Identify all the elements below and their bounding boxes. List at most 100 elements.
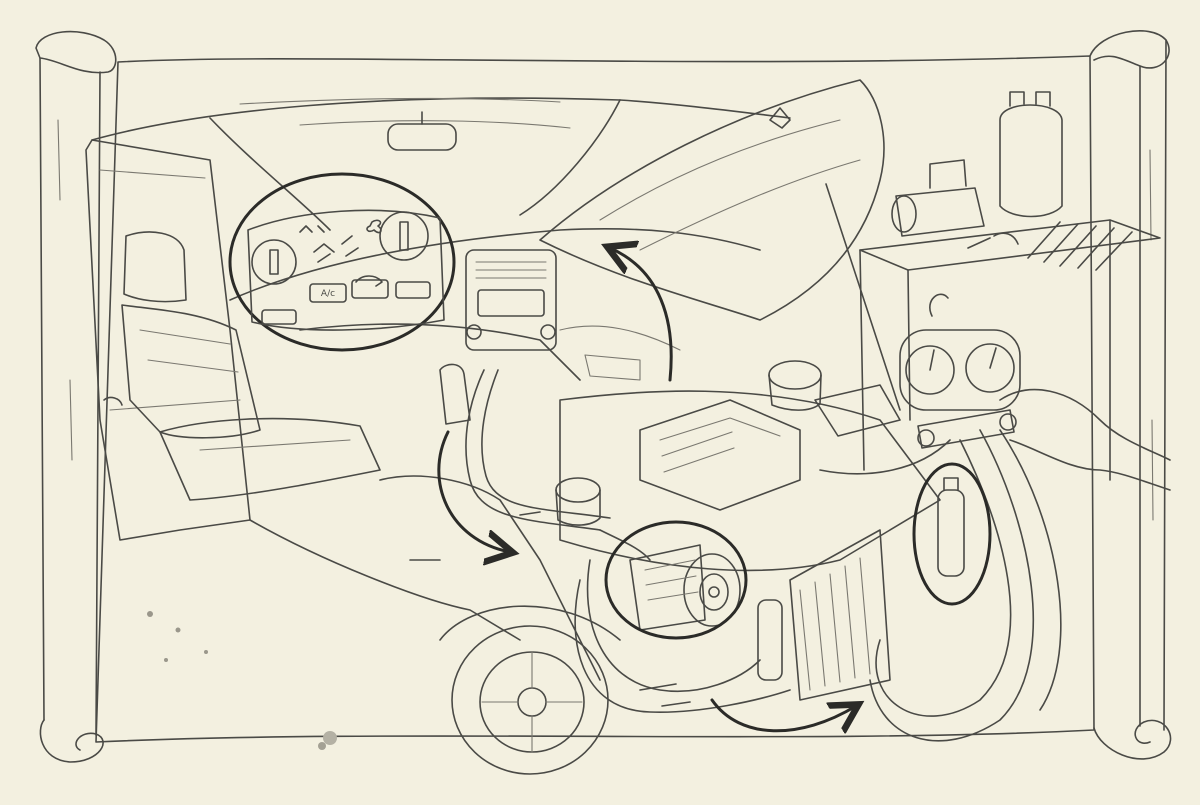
battery bbox=[814, 384, 901, 437]
dashboard-top bbox=[229, 228, 761, 301]
coolant-reservoir-body bbox=[768, 374, 822, 411]
compressor-hub bbox=[708, 586, 720, 598]
bench-top bbox=[859, 219, 1161, 271]
recirculation-icon bbox=[355, 275, 383, 287]
dashboard-lower bbox=[299, 323, 581, 381]
hose-adapter bbox=[967, 232, 1019, 249]
gauge-hose-yellow bbox=[999, 429, 1062, 711]
scroll-curl-bottom-left bbox=[39, 719, 104, 763]
compressor-ribs bbox=[644, 559, 699, 601]
radio-unit bbox=[477, 289, 545, 317]
raised-hood bbox=[539, 79, 901, 411]
gauge-needles bbox=[929, 347, 997, 371]
manifold-gauge-set bbox=[899, 293, 1171, 491]
scroll-roll-left bbox=[39, 57, 101, 736]
flow-arrow-to-condenser bbox=[710, 698, 856, 731]
compressor-hose-c bbox=[574, 579, 791, 713]
discharge-line bbox=[481, 369, 611, 519]
mode-knob-grip bbox=[399, 221, 409, 251]
coolant-reservoir bbox=[768, 360, 822, 390]
scroll-sheet bbox=[95, 55, 1095, 743]
refrigerant-lines bbox=[465, 369, 1062, 742]
ac-button[interactable] bbox=[309, 283, 347, 303]
scroll-curl-top-left bbox=[35, 30, 117, 74]
technician-hand bbox=[999, 388, 1171, 461]
vacuum-pump-handle bbox=[929, 159, 967, 189]
wheel-arch bbox=[439, 605, 621, 641]
engine-bay bbox=[555, 360, 965, 701]
accumulator bbox=[937, 489, 965, 577]
roof-line bbox=[91, 97, 791, 141]
compressor-pulley bbox=[699, 573, 729, 611]
fluid-reservoir bbox=[555, 477, 601, 503]
compressor-highlight bbox=[604, 520, 748, 640]
vacuum-pump bbox=[895, 187, 985, 237]
condenser-fins bbox=[799, 557, 871, 691]
workbench bbox=[859, 91, 1161, 481]
front-fender bbox=[379, 475, 601, 681]
hood-contours bbox=[599, 119, 861, 251]
fluid-reservoir-body bbox=[555, 489, 601, 526]
door-panel-lines bbox=[99, 169, 241, 411]
hose-fittings bbox=[519, 511, 691, 707]
glovebox bbox=[559, 325, 681, 381]
gauge-housing bbox=[899, 329, 1021, 411]
compressor-hose-b bbox=[586, 559, 761, 692]
engine-cover bbox=[639, 399, 801, 511]
car-body bbox=[85, 97, 791, 775]
suction-line bbox=[465, 369, 601, 531]
door-handle bbox=[103, 396, 123, 406]
gauge-hose-blue bbox=[869, 429, 1034, 742]
fan-icon bbox=[366, 219, 382, 234]
windshield-glass bbox=[239, 97, 571, 129]
scroll-curl-bottom-right bbox=[1093, 719, 1172, 760]
high-side-gauge bbox=[965, 343, 1015, 393]
engine-ribs bbox=[659, 417, 781, 473]
airflow-vent-icon bbox=[313, 235, 359, 263]
high-side-line bbox=[819, 439, 951, 475]
ac-button-label: A/c bbox=[321, 289, 335, 299]
control-panel-highlight bbox=[228, 172, 456, 352]
scroll-frame bbox=[35, 29, 1172, 763]
front-defrost-button[interactable] bbox=[261, 309, 297, 325]
temperature-knob[interactable] bbox=[251, 239, 297, 285]
rear-defrost-button[interactable] bbox=[395, 281, 431, 299]
vacuum-pump-motor bbox=[891, 195, 917, 233]
low-side-gauge bbox=[905, 345, 955, 395]
gauge-manifold-block bbox=[917, 409, 1015, 449]
scroll-shading bbox=[57, 119, 1154, 521]
compressor-clutch bbox=[683, 553, 741, 627]
defrost-icon bbox=[299, 225, 325, 233]
seat-stitching bbox=[139, 329, 351, 451]
center-vents bbox=[475, 261, 547, 279]
refrigerant-tank-valves bbox=[1009, 91, 1051, 107]
scroll-curl-top-right bbox=[1089, 29, 1170, 69]
center-stack bbox=[465, 249, 557, 351]
temperature-knob-grip bbox=[269, 249, 279, 275]
low-valve-knob[interactable] bbox=[917, 429, 935, 447]
high-valve-knob[interactable] bbox=[999, 413, 1017, 431]
windshield-pillars bbox=[209, 99, 621, 231]
climate-control-panel: A/c bbox=[228, 172, 456, 352]
gauge-hose-red bbox=[875, 439, 1012, 717]
flow-arrow-to-cabin bbox=[610, 248, 673, 382]
engine-bay-outline bbox=[559, 390, 941, 572]
mode-knob[interactable] bbox=[379, 211, 429, 261]
gauge-hook bbox=[929, 293, 949, 317]
stack-knob-left bbox=[466, 324, 482, 340]
accumulator-highlight bbox=[912, 462, 992, 606]
hood-panel bbox=[539, 79, 885, 321]
condenser bbox=[789, 529, 891, 701]
recirc-button[interactable] bbox=[351, 279, 389, 299]
flow-arrow-to-compressor bbox=[437, 430, 510, 552]
technician-arm bbox=[1009, 439, 1171, 491]
receiver-drier bbox=[757, 599, 783, 681]
wheel-hub bbox=[517, 687, 547, 717]
accumulator-cap bbox=[943, 477, 959, 491]
paper-smudges bbox=[147, 611, 337, 750]
compressor-hose-a bbox=[599, 529, 651, 561]
flow-arrows bbox=[437, 248, 856, 731]
rearview-mirror bbox=[387, 123, 457, 151]
